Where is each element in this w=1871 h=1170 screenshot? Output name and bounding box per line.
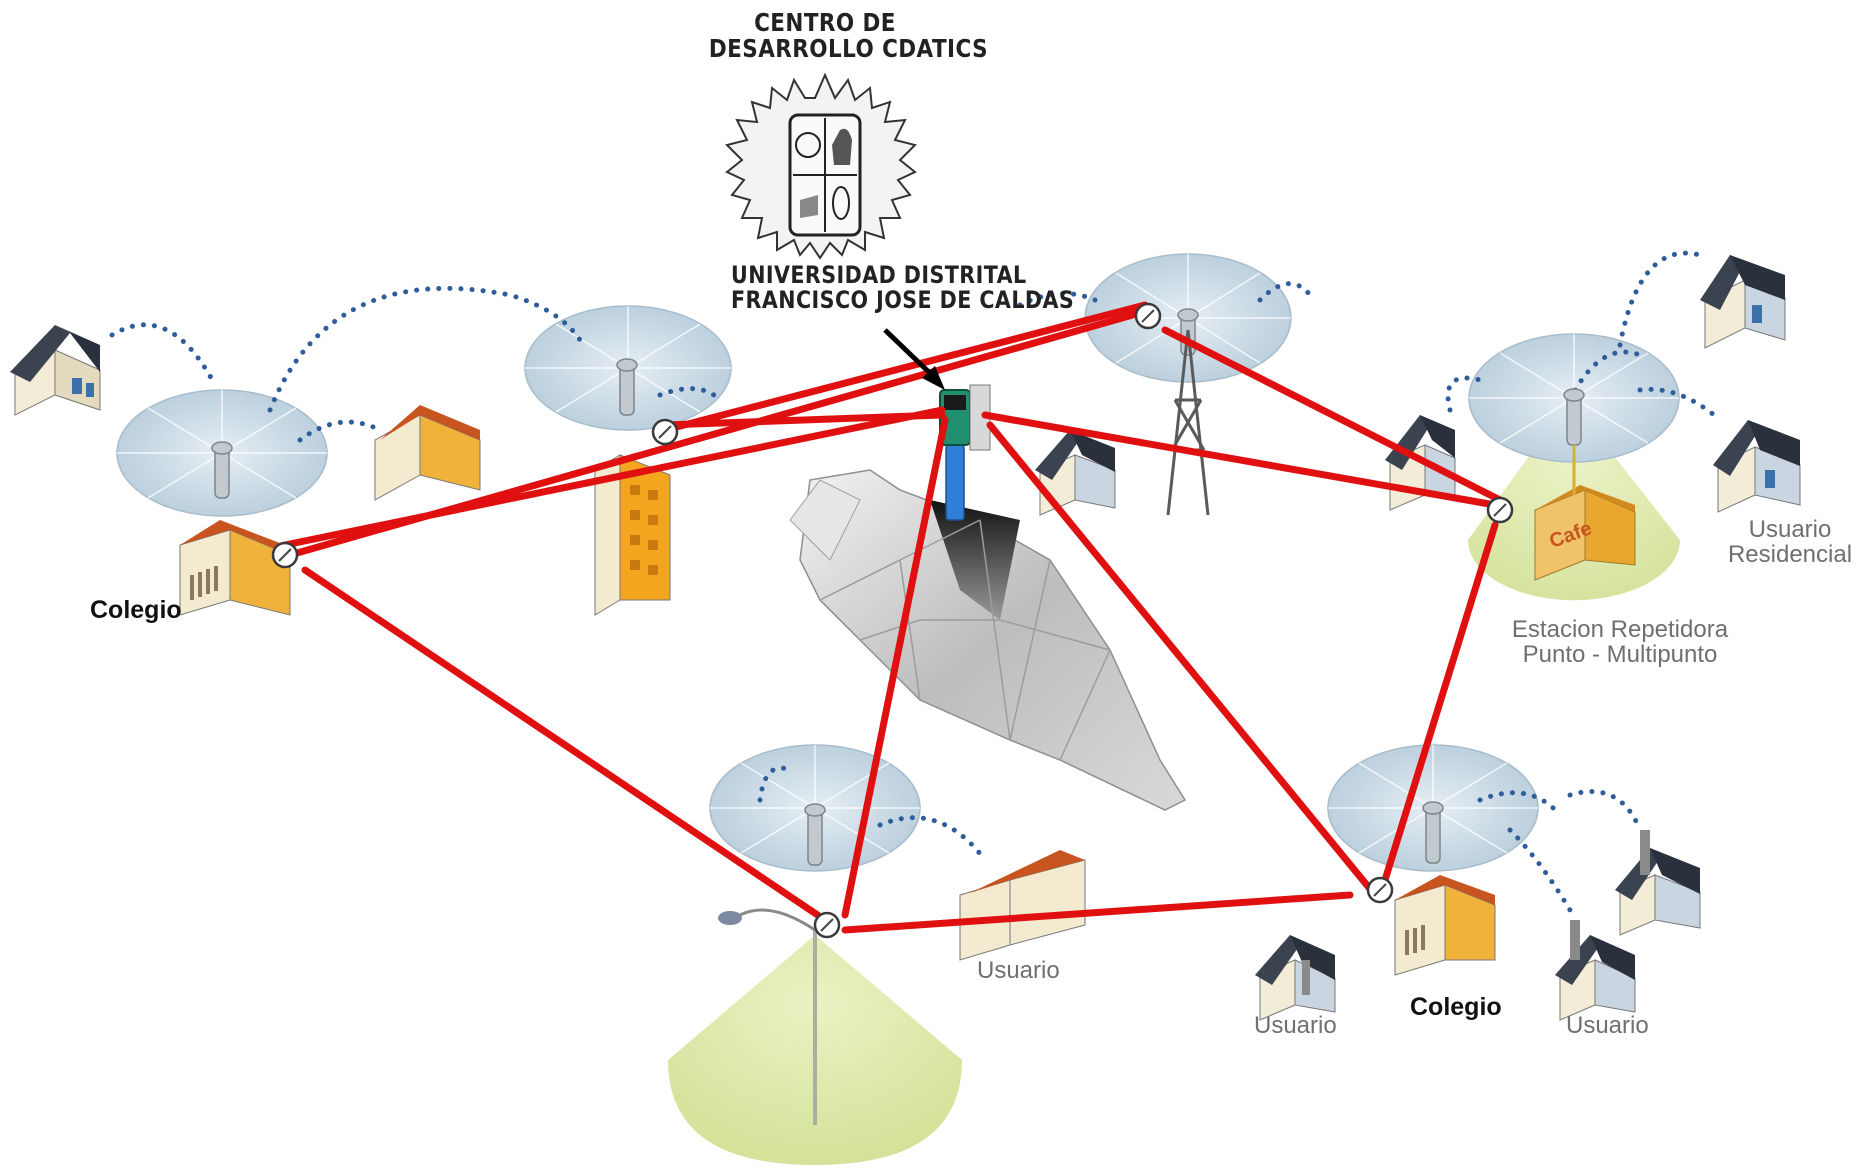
label-usuario-residencial: Usuario Residencial: [1715, 516, 1865, 569]
university-seal-logo: [725, 72, 917, 260]
mountain-terrain: [789, 469, 1187, 811]
street-pole: [718, 908, 817, 1125]
university-name-line2: FRANCISCO JOSE DE CALDAS: [731, 286, 1075, 315]
radio-node-left-upper: [651, 418, 679, 446]
label-estacion-repetidora: Estacion Repetidora Punto - Multipunto: [1500, 616, 1740, 669]
house-far-bottom-right: [1615, 830, 1701, 936]
wireless-signal-arcs: [109, 250, 1723, 913]
building-upper-left: [374, 405, 481, 501]
university-name-heading: UNIVERSIDAD DISTRITAL FRANCISCO JOSE DE …: [731, 261, 1075, 315]
radio-node-right-station: [1486, 496, 1514, 524]
pointer-arrow: [883, 328, 945, 390]
link-colegio-left-to-top-right: [286, 306, 1154, 559]
link-left-upper-to-top-right: [661, 301, 1149, 434]
label-usuario-residencial-line1: Usuario: [1748, 516, 1832, 543]
school-building-right: [1394, 875, 1496, 976]
label-colegio-right: Colegio: [1410, 993, 1502, 1021]
house-right-residential: [1713, 420, 1801, 513]
antenna-right: [1563, 388, 1585, 495]
antenna-bottom-right: [1422, 801, 1444, 864]
link-colegio-left-to-bottom: [301, 566, 829, 924]
label-usuario-bottom-right: Usuario: [1566, 1012, 1649, 1039]
center-name-line2: DESARROLLO CDATICS: [708, 34, 989, 64]
link-bottom-to-colegio-right: [841, 891, 1354, 934]
link-left-upper-to-tower: [661, 411, 946, 429]
house-top-left: [10, 325, 101, 416]
radio-nodes: [271, 302, 1514, 939]
label-usuario-center: Usuario: [977, 957, 1060, 984]
link-tower-to-bottom: [841, 416, 949, 919]
link-right-station-to-colegio-right: [1381, 521, 1499, 884]
network-links: [281, 301, 1504, 934]
label-usuario-bottom-left: Usuario: [1254, 1012, 1337, 1039]
radio-node-colegio-right: [1366, 876, 1394, 904]
radio-node-bottom: [813, 911, 841, 939]
radio-node-top-right: [1134, 302, 1162, 330]
antenna-bottom: [804, 803, 826, 866]
building-usuario-center: [959, 850, 1086, 961]
label-estacion-line1: Estacion Repetidora: [1511, 616, 1729, 643]
antenna-left-upper: [616, 358, 638, 416]
label-usuario-residencial-line2: Residencial: [1727, 541, 1853, 569]
university-name-line1: UNIVERSIDAD DISTRITAL: [731, 261, 1027, 289]
center-name-line1: CENTRO DE: [754, 8, 896, 37]
tall-building: [594, 454, 671, 616]
house-usuario-bottom-left: [1255, 935, 1336, 1021]
link-tower-to-right-station: [981, 411, 1499, 509]
lattice-tower: [1166, 329, 1210, 516]
cafe-building: Cafe: [1534, 485, 1636, 581]
house-center: [1035, 430, 1116, 516]
link-tower-to-colegio-right: [986, 421, 1379, 899]
central-tower: [939, 384, 991, 521]
radio-node-colegio-left: [271, 541, 299, 569]
link-top-right-to-right-station: [1161, 326, 1504, 504]
label-colegio-left: Colegio: [90, 596, 182, 624]
antenna-left: [211, 441, 233, 499]
label-estacion-line2: Punto - Multipunto: [1522, 641, 1718, 669]
house-usuario-bottom-right: [1555, 920, 1636, 1021]
school-building-left: [179, 520, 291, 616]
house-top-right: [1700, 255, 1786, 349]
center-name-heading: CENTRO DE DESARROLLO CDATICS: [708, 8, 989, 64]
